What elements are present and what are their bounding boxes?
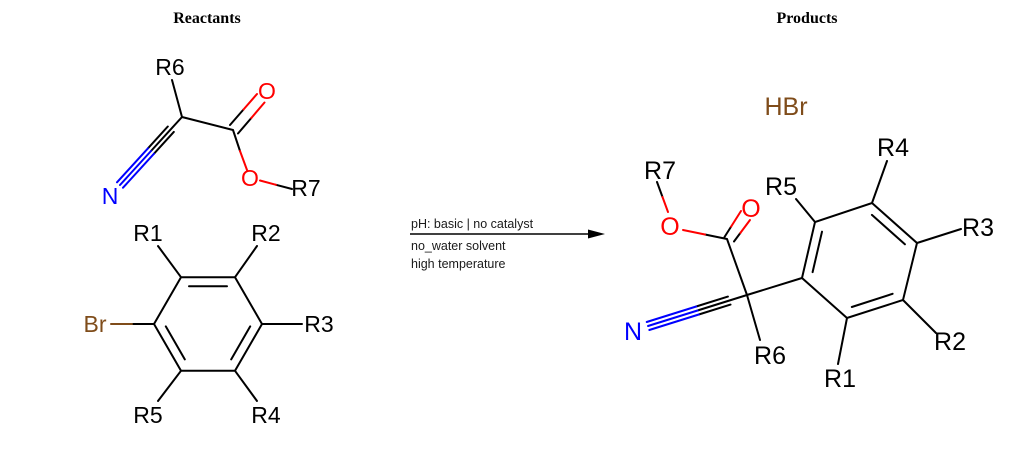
label-r6: R6 [155,54,184,80]
product-label-r7: R7 [644,157,676,185]
product-nitrile-bonds [645,305,700,331]
label-r2: R2 [251,220,280,246]
condition-line-2: no_water solvent [411,239,506,253]
product-carbonyl-oxygen-label: O [741,195,760,223]
carbonyl-oxygen-label: O [258,78,276,104]
reaction-arrow: pH: basic | no catalyst no_water solvent… [410,217,605,271]
condition-line-3: high temperature [411,257,506,271]
label-r4: R4 [251,402,281,428]
molecule-arylcyanoacetate: R7 O O N R6 R5 R4 R3 R2 R1 [624,134,994,393]
bromobenzene-ring-bonds [131,245,303,402]
condition-line-1: pH: basic | no catalyst [411,217,534,231]
product-label-r4: R4 [877,134,909,162]
nitrile-nitrogen-label: N [102,183,119,209]
label-r5: R5 [133,402,162,428]
product-black-bonds [656,160,962,365]
cyanoacetate-nitrile-bonds [116,147,155,189]
products-title: Products [776,10,837,27]
hbr-label: HBr [764,93,807,121]
molecule-cyanoacetate: R6 O O R7 N [102,54,321,209]
product-ester-oxygen-label: O [660,213,679,241]
product-label-r6: R6 [754,342,786,370]
label-r1: R1 [133,220,162,246]
cyanoacetate-black-bonds [147,79,293,190]
label-r3: R3 [304,311,333,337]
molecule-bromobenzene: Br R1 R2 R3 R4 R5 [84,220,334,428]
product-label-r3: R3 [962,214,994,242]
bromine-label: Br [84,311,107,337]
ester-oxygen-label: O [241,165,259,191]
label-r7: R7 [291,175,320,201]
product-label-r5: R5 [765,173,797,201]
arrow-head-icon [588,229,605,239]
reactants-title: Reactants [173,10,241,27]
cyanoacetate-oxygen-bonds [239,93,277,186]
product-label-r1: R1 [824,365,856,393]
product-oxygen-bonds [661,196,751,236]
product-nitrile-nitrogen-label: N [624,318,642,346]
product-label-r2: R2 [934,328,966,356]
